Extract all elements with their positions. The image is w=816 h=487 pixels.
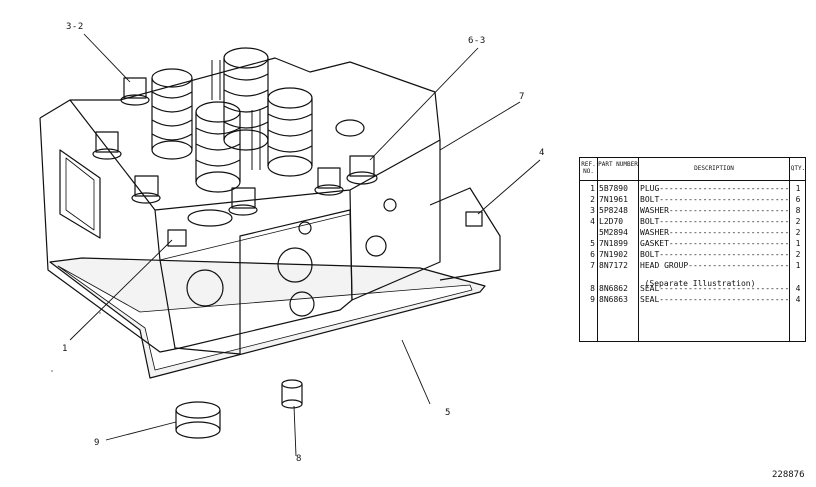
callout-9: 9 [94, 438, 100, 448]
gasket-outline [49, 257, 486, 379]
callout-4: 4 [539, 148, 545, 158]
valve-spring-3 [195, 101, 241, 193]
header-qty: QTY. [790, 165, 806, 172]
leader-lines [69, 33, 541, 457]
callout-6-3: 6-3 [468, 36, 486, 46]
callout-3-2: 3-2 [66, 22, 84, 32]
cylinder-head-block [39, 57, 501, 355]
callout-7: 7 [519, 92, 525, 102]
figure-number: 228876 [772, 470, 805, 480]
seal-8 [281, 379, 303, 409]
separate-illustration-note: (Separate Illustration) [644, 279, 756, 288]
table-header [580, 158, 805, 181]
header-ref: REF. NO. [581, 161, 596, 175]
seal-9 [175, 401, 221, 439]
header-description: DESCRIPTION [694, 165, 734, 172]
head-bolts [92, 77, 483, 247]
valve-spring-4 [267, 87, 313, 177]
valve-spring-2 [223, 47, 269, 151]
callout-1: 1 [62, 344, 68, 354]
callout-8: 8 [296, 454, 302, 464]
callout-5: 5 [445, 408, 451, 418]
header-part-number: PART NUMBER [598, 161, 638, 168]
valve-spring-1 [151, 68, 193, 160]
